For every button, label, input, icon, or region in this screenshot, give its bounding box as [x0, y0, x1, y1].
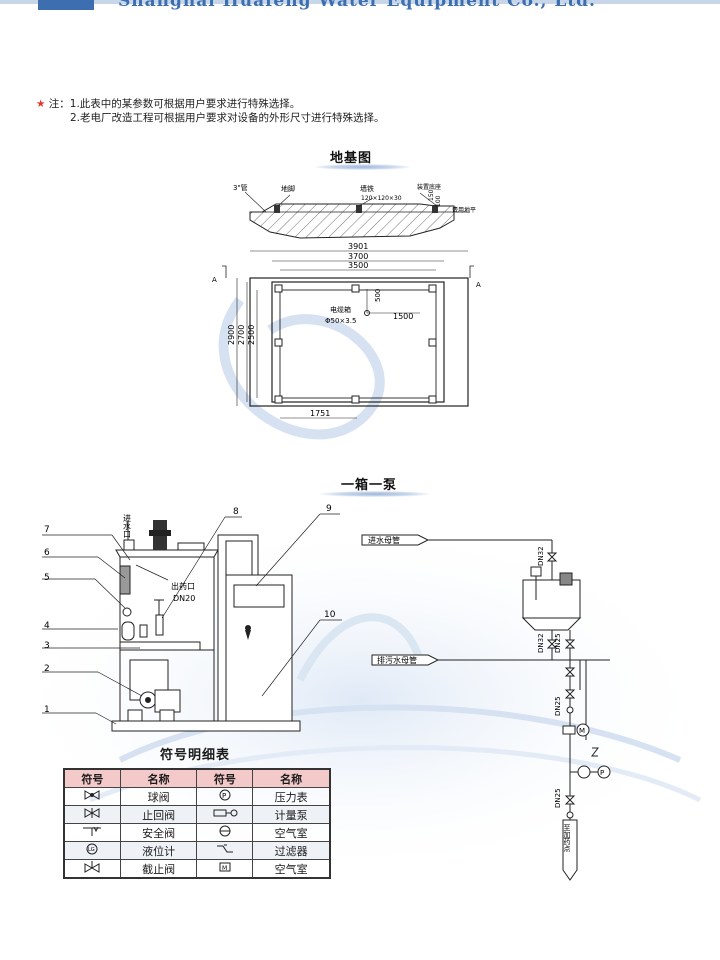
- label-pipe: 3"管: [233, 183, 248, 192]
- legend-name: 空气室: [252, 859, 331, 879]
- label-inlet-main: 进水母管: [368, 535, 400, 545]
- callout-5: 5: [44, 573, 50, 583]
- label-base: 装置底座: [417, 183, 441, 191]
- callout-4: 4: [44, 621, 50, 631]
- dim-2500: 2500: [247, 325, 256, 345]
- header-bar: [0, 0, 720, 10]
- legend-table: 符号 名称 符号 名称 球阀 P 压力表 止回阀 计量泵 安全阀 空气室 LG …: [63, 768, 331, 879]
- system-title: 一箱一泵: [341, 478, 398, 493]
- label-dn32-mid: DN32: [537, 633, 545, 653]
- dim-2700: 2700: [237, 325, 246, 345]
- dim-1500: 1500: [393, 312, 413, 321]
- label-dn25-lower2: DN25: [554, 788, 562, 808]
- label-iron: 墙铁: [360, 184, 374, 193]
- label-motor: M: [579, 727, 585, 735]
- note-star-icon: ★: [36, 98, 46, 110]
- label-outlet-dn: DN20: [173, 594, 195, 603]
- legend-name: 止回阀: [119, 805, 198, 824]
- legend-name: 过滤器: [252, 841, 331, 860]
- legend-row: 截止阀 M 空气室: [63, 859, 331, 879]
- legend-header-symbol-1: 符号: [63, 768, 121, 788]
- legend-row: 球阀 P 压力表: [63, 787, 331, 806]
- callout-6: 6: [44, 548, 50, 558]
- foundation-title: 地基图: [330, 151, 373, 166]
- globe-valve-icon: [63, 859, 121, 879]
- dim-3700: 3700: [348, 252, 368, 261]
- callout-10: 10: [324, 610, 336, 620]
- label-dim100: 100: [435, 195, 442, 207]
- dim-500: 500: [374, 289, 382, 302]
- air-chamber-box-icon: M: [196, 859, 254, 879]
- legend-header-name-1: 名称: [119, 768, 198, 788]
- callout-1: 1: [44, 705, 50, 715]
- label-bolt: 地脚: [281, 184, 295, 193]
- label-iron-size: 120×120×30: [361, 195, 402, 202]
- legend-row: 安全阀 空气室: [63, 823, 331, 842]
- air-chamber-icon: [196, 823, 254, 842]
- label-dn32-top: DN32: [537, 546, 545, 566]
- legend-title: 符号明细表: [160, 748, 231, 763]
- label-pressure: P: [600, 769, 604, 777]
- label-dn25-mid: DN25: [554, 633, 562, 653]
- dim-3500: 3500: [348, 261, 368, 270]
- label-outlet: 出药口: [171, 581, 195, 591]
- note-label: 注：: [48, 98, 70, 110]
- callout-3: 3: [44, 641, 50, 651]
- svg-text:P: P: [222, 792, 226, 800]
- system-title-underline: [320, 491, 430, 497]
- level-gauge-icon: LG: [63, 841, 121, 860]
- legend-name: 球阀: [119, 787, 198, 806]
- section-a-right: A: [476, 281, 481, 289]
- legend-name: 截止阀: [119, 859, 198, 879]
- label-water-inlet: 进水口: [123, 514, 132, 538]
- note-line-1: 1.此表中的某参数可根据用户要求进行特殊选择。: [69, 98, 301, 110]
- legend-row: LG 液位计 过滤器: [63, 841, 331, 860]
- legend-name: 安全阀: [119, 823, 198, 842]
- check-valve-icon: [63, 805, 121, 824]
- note-line-2: 2.老电厂改造工程可根据用户要求对设备的外形尺寸进行特殊选择。: [70, 112, 385, 124]
- safety-valve-icon: [63, 823, 121, 842]
- label-dim150: 150: [428, 189, 435, 201]
- legend-header-row: 符号 名称 符号 名称: [63, 768, 331, 788]
- section-a-left: A: [212, 276, 217, 284]
- dim-1751: 1751: [310, 409, 330, 418]
- legend-name: 计量泵: [252, 805, 331, 824]
- label-cable-size: Φ50×3.5: [325, 317, 356, 325]
- foundation-title-underline: [315, 164, 410, 170]
- legend-name: 空气室: [252, 823, 331, 842]
- metering-pump-icon: [196, 805, 254, 824]
- header-company-name: Shanghai Huafeng Water Equipment Co., Lt…: [118, 0, 596, 11]
- legend-row: 止回阀 计量泵: [63, 805, 331, 824]
- legend-name: 压力表: [252, 787, 331, 806]
- label-drain-main: 排污水母管: [377, 655, 417, 665]
- dim-2900: 2900: [227, 325, 236, 345]
- svg-text:LG: LG: [88, 847, 95, 853]
- ball-valve-icon: [63, 787, 121, 806]
- legend-header-name-2: 名称: [252, 768, 331, 788]
- label-outlet-bottom: 至加药点: [563, 824, 571, 853]
- legend-header-symbol-2: 符号: [196, 768, 254, 788]
- svg-text:M: M: [222, 865, 227, 872]
- filter-icon: [196, 841, 254, 860]
- legend-name: 液位计: [119, 841, 198, 860]
- label-ground: 费用地平: [452, 206, 476, 214]
- callout-9: 9: [326, 504, 332, 514]
- pressure-gauge-icon: P: [196, 787, 254, 806]
- callout-2: 2: [44, 664, 50, 674]
- callout-7: 7: [44, 525, 50, 535]
- label-cable-box: 电缆箱: [330, 305, 351, 314]
- callout-8: 8: [233, 507, 239, 517]
- notes: ★ 注：1.此表中的某参数可根据用户要求进行特殊选择。 2.老电厂改造工程可根据…: [36, 97, 385, 125]
- dim-3901: 3901: [348, 242, 368, 251]
- label-dn25-lower1: DN25: [554, 696, 562, 716]
